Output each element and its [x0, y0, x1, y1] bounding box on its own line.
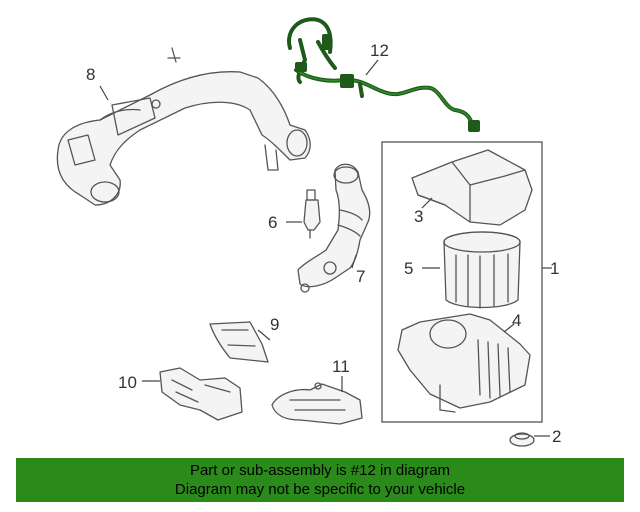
- callout-9: 9: [270, 315, 279, 334]
- banner-line-1: Part or sub-assembly is #12 in diagram: [189, 462, 451, 479]
- part-9-deflector[interactable]: [209, 321, 269, 363]
- part-10-air-inlet[interactable]: [159, 367, 243, 421]
- leader-3: [421, 197, 433, 209]
- part-12-wiring-harness[interactable]: [287, 17, 480, 132]
- callout-7: 7: [356, 267, 365, 286]
- diagram-notice-banner: Part or sub-assembly is #12 in diagram D…: [16, 458, 624, 502]
- parts-diagram: 8 12 6 7 9 10: [56, 17, 561, 447]
- callout-11: 11: [332, 357, 350, 376]
- callout-4: 4: [512, 311, 521, 330]
- part-6-sensor[interactable]: [303, 189, 321, 239]
- part-4-lower-housing[interactable]: [397, 313, 531, 413]
- callout-3: 3: [414, 207, 423, 226]
- callout-6: 6: [268, 213, 277, 232]
- part-8-intake-duct[interactable]: [56, 47, 311, 206]
- callout-1: 1: [550, 259, 559, 278]
- part-5-filter-element[interactable]: [443, 231, 521, 309]
- callout-12: 12: [370, 41, 389, 60]
- callout-5: 5: [404, 259, 413, 278]
- leader-8: [99, 85, 109, 101]
- leader-12: [365, 59, 379, 76]
- leader-4: [503, 323, 515, 333]
- callout-10: 10: [118, 373, 137, 392]
- part-3-cover[interactable]: [411, 149, 533, 226]
- part-7-intake-tube[interactable]: [297, 163, 371, 293]
- part-2-grommet[interactable]: [509, 432, 535, 447]
- leader-9: [257, 329, 271, 341]
- part-11-duct[interactable]: [271, 382, 363, 425]
- callout-8: 8: [86, 65, 95, 84]
- leader-7: [351, 254, 357, 269]
- banner-line-2: Diagram may not be specific to your vehi…: [174, 481, 466, 498]
- assembly-1-frame: [381, 141, 543, 423]
- callout-2: 2: [552, 427, 561, 446]
